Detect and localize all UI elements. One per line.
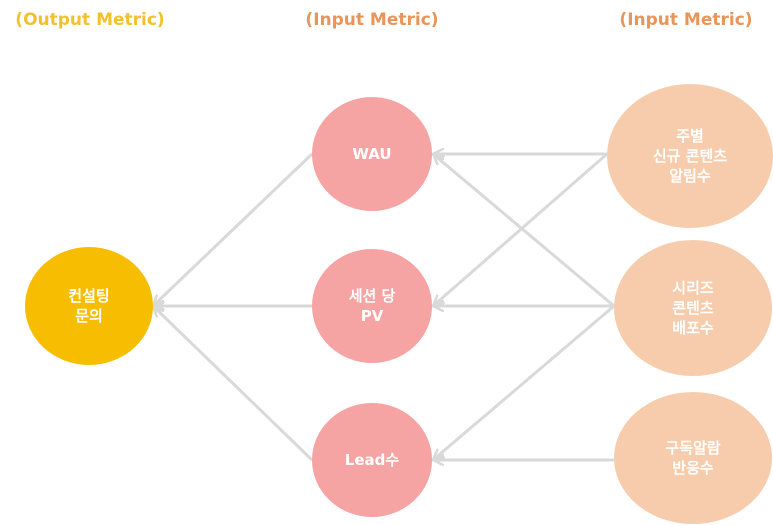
node-lead-count: Lead수 bbox=[312, 403, 432, 517]
edge-wau-to-consult bbox=[153, 152, 314, 306]
node-series-content-distribution: 시리즈 콘텐츠 배포수 bbox=[614, 240, 772, 376]
node-consulting-inquiry: 컨설팅 문의 bbox=[25, 247, 153, 365]
edge-series-to-wau bbox=[433, 154, 615, 308]
node-pv-per-session: 세션 당 PV bbox=[312, 249, 432, 363]
header-input-metric-1: (Input Metric) bbox=[305, 10, 439, 30]
node-wau: WAU bbox=[312, 97, 432, 211]
header-output-metric: (Output Metric) bbox=[15, 10, 165, 30]
edge-series-to-lead bbox=[433, 304, 615, 460]
edge-lead-to-consult bbox=[153, 306, 314, 462]
header-input-metric-2: (Input Metric) bbox=[619, 10, 753, 30]
node-weekly-new-content-notifications: 주별 신규 콘텐츠 알림수 bbox=[607, 84, 773, 228]
node-subscription-alert-responses: 구독알람 반응수 bbox=[614, 392, 772, 524]
edge-notify-to-pv bbox=[433, 152, 608, 306]
